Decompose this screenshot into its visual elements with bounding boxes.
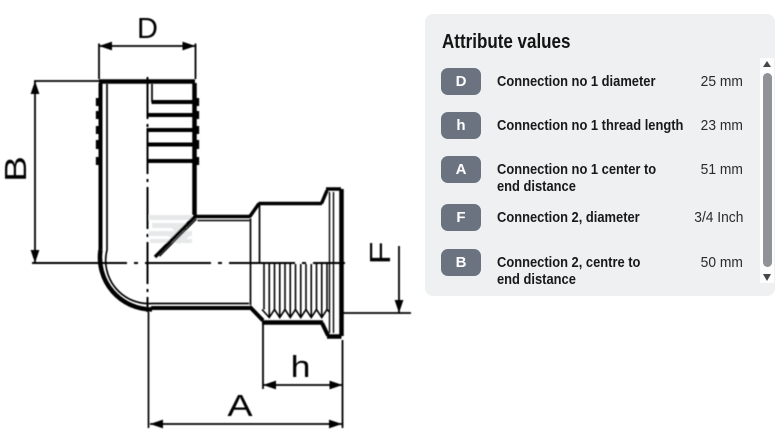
svg-text:F: F	[365, 241, 397, 264]
svg-text:B: B	[0, 156, 33, 182]
svg-text:D: D	[137, 13, 158, 45]
svg-text:A: A	[227, 389, 252, 423]
svg-text:h: h	[291, 350, 311, 384]
